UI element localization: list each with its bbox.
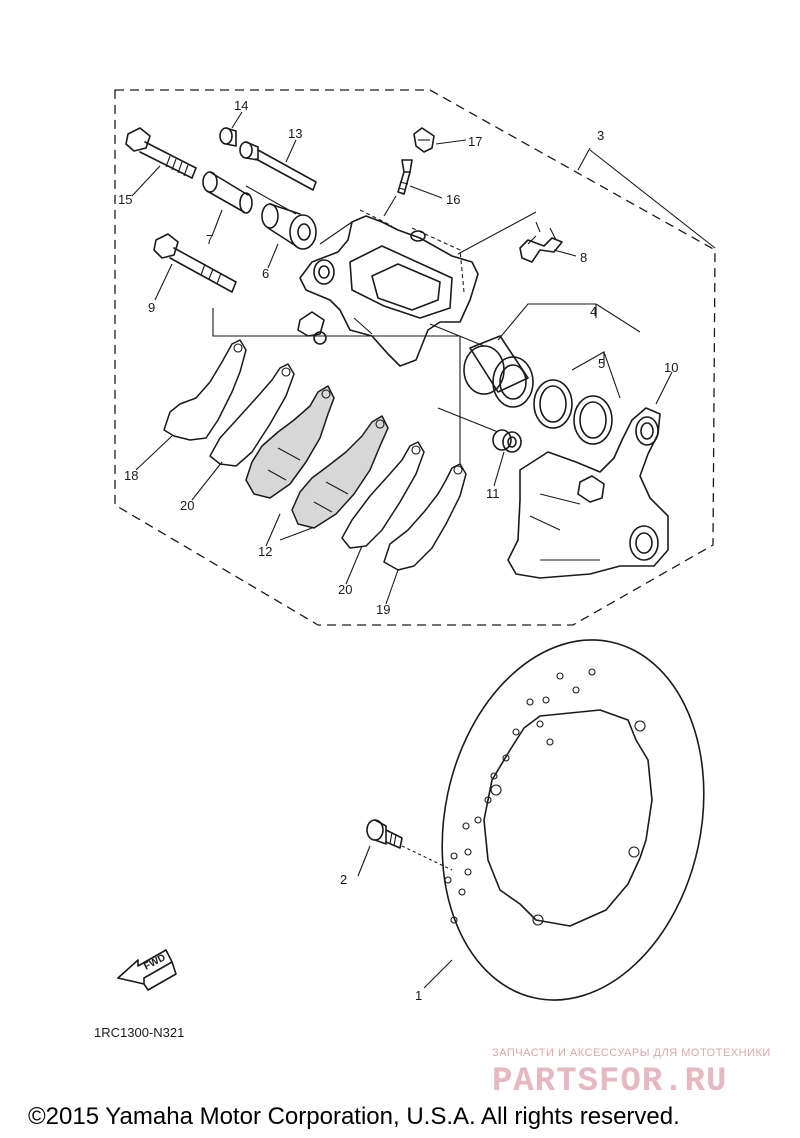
callout-6: 6 [262, 266, 269, 281]
callout-15: 15 [118, 192, 132, 207]
callout-4: 4 [590, 304, 597, 319]
callout-5: 5 [598, 356, 605, 371]
callout-1: 1 [415, 988, 422, 1003]
cap-14 [219, 127, 237, 147]
brake-disc [441, 639, 705, 1001]
caliper-body [297, 209, 479, 367]
callout-13: 13 [288, 126, 302, 141]
callout-8: 8 [580, 250, 587, 265]
bracket-10 [507, 407, 669, 579]
callout-19: 19 [376, 602, 390, 617]
spring-plate-8 [519, 221, 563, 263]
pad-12-rear [291, 415, 389, 529]
copyright-notice: ©2015 Yamaha Motor Corporation, U.S.A. A… [28, 1103, 680, 1130]
bushing-11 [437, 407, 522, 453]
boot-6 [261, 203, 317, 250]
callout-12: 12 [258, 544, 272, 559]
callout-9: 9 [148, 300, 155, 315]
callout-leaders [131, 111, 716, 989]
piston-4 [463, 335, 534, 408]
bolt-9 [153, 233, 237, 293]
callout-11: 11 [486, 486, 500, 501]
callout-18: 18 [124, 468, 138, 483]
sleeve-7 [202, 171, 253, 214]
callout-16: 16 [446, 192, 460, 207]
diagram-code: 1RC1300-N321 [94, 1025, 184, 1040]
pad-group-bracket [212, 308, 461, 470]
callout-14: 14 [234, 98, 248, 113]
callout-10: 10 [664, 360, 678, 375]
disc-bolt-2 [366, 819, 453, 871]
bolt-15 [125, 127, 197, 179]
caliper-assembly-boundary [114, 89, 716, 626]
callout-20-left: 20 [180, 498, 194, 513]
callout-2: 2 [340, 872, 347, 887]
watermark-logo: PARTSFOR.RU [492, 1063, 727, 1101]
svg-text:FWD: FWD [142, 952, 167, 972]
callout-7: 7 [206, 232, 213, 247]
pin-13 [239, 141, 317, 191]
callout-3: 3 [597, 128, 604, 143]
bleeder-cap-17 [413, 127, 435, 153]
shim-20-left [209, 363, 295, 467]
bleeder-screw-16 [397, 159, 413, 195]
callout-20-right: 20 [338, 582, 352, 597]
watermark-tagline: ЗАПЧАСТИ И АКСЕССУАРЫ ДЛЯ МОТОТЕХНИКИ [492, 1047, 771, 1059]
shim-20-right [341, 441, 425, 549]
callout-17: 17 [468, 134, 482, 149]
shim-18 [163, 339, 247, 441]
seals-5 [533, 379, 613, 445]
fwd-arrow-icon: FWD [117, 949, 177, 991]
